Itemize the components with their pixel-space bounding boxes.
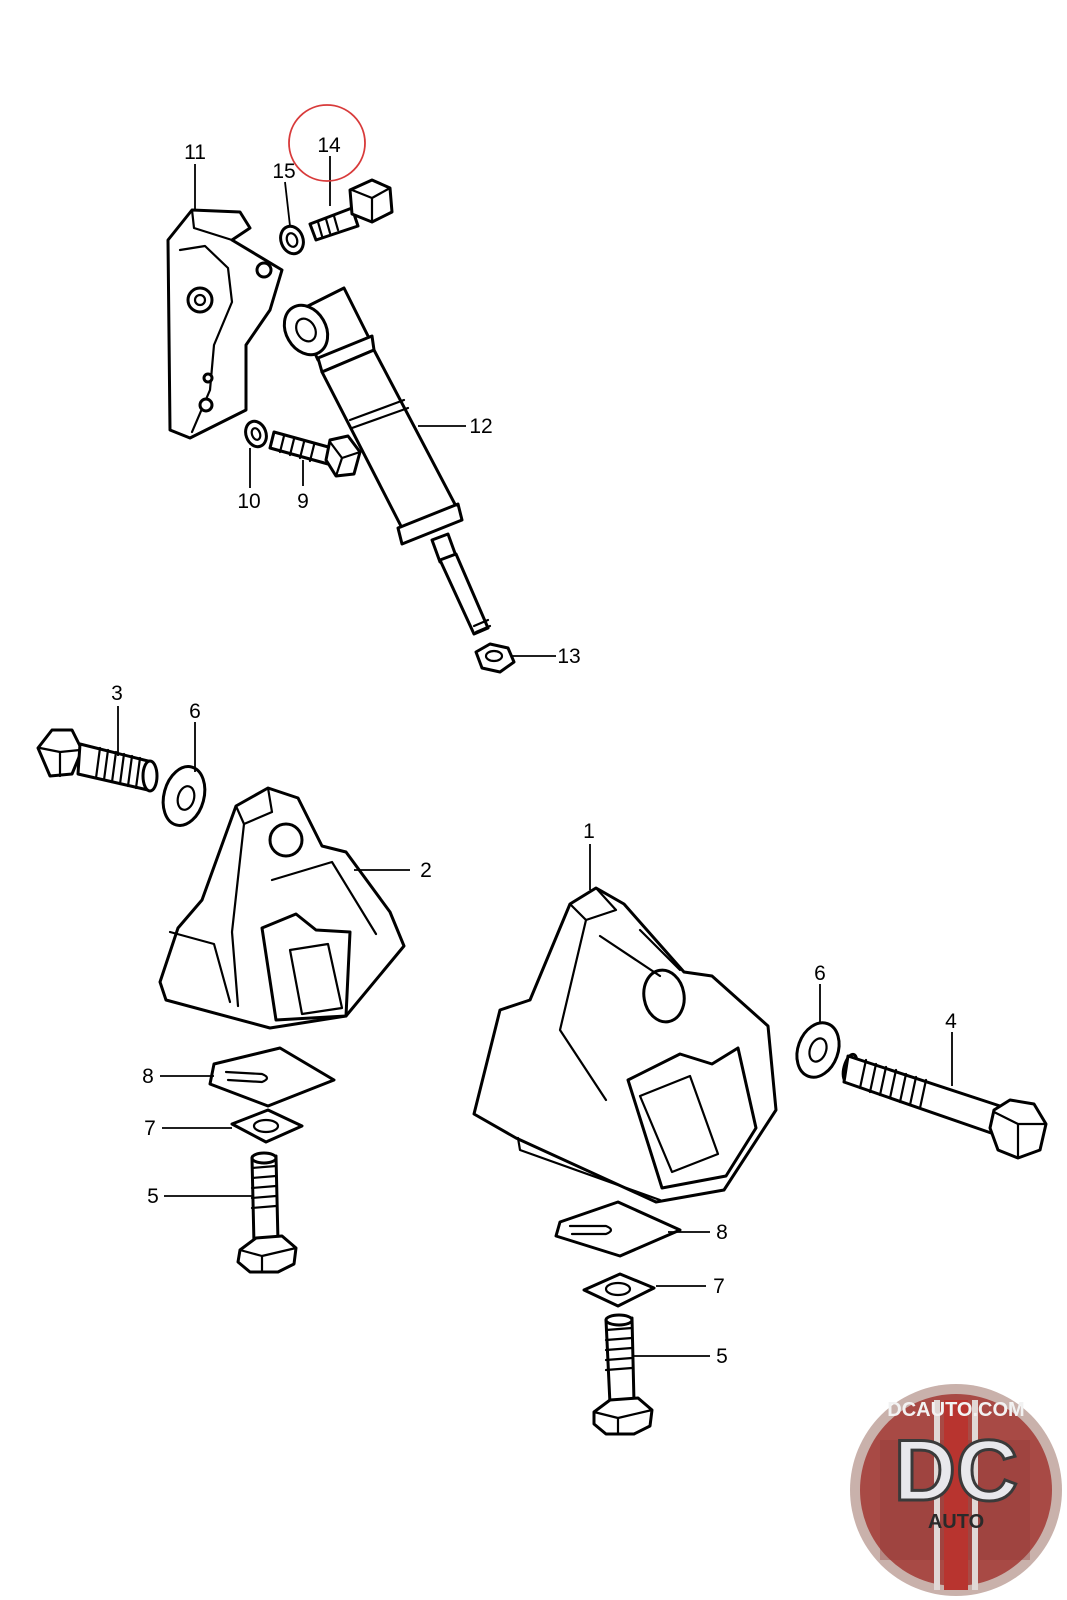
part-9-bolt — [268, 430, 362, 478]
callout-1: 1 — [583, 820, 595, 843]
part-7-square-washer-left — [230, 1108, 304, 1144]
part-5-bolt-left — [236, 1151, 298, 1274]
part-14-bolt — [308, 178, 394, 242]
callout-labels: 11 15 14 12 10 9 13 3 6 2 8 7 5 1 6 4 8 … — [111, 134, 957, 1368]
callout-15: 15 — [272, 160, 295, 183]
part-6-washer-left — [161, 765, 207, 827]
part-10-washer — [244, 419, 268, 449]
callout-11: 11 — [184, 141, 206, 164]
logo-initials: DC — [894, 1423, 1018, 1519]
callout-6-left: 6 — [189, 700, 201, 723]
part-12-shock-absorber — [282, 286, 492, 636]
part-1-engine-mount-right — [472, 886, 778, 1204]
part-2-engine-mount-left — [158, 786, 406, 1030]
callout-14: 14 — [317, 134, 341, 157]
part-5-bolt-right — [592, 1313, 654, 1436]
part-13-nut — [474, 642, 516, 674]
callout-9: 9 — [297, 490, 309, 513]
callout-5-right: 5 — [716, 1345, 728, 1368]
logo-website: DCAUTO.COM — [887, 1399, 1024, 1421]
part-3-bolt — [36, 728, 159, 793]
callout-10: 10 — [237, 490, 260, 513]
part-8-shim-left — [208, 1046, 336, 1108]
part-7-square-washer-right — [582, 1272, 656, 1308]
part-6-washer-right — [795, 1021, 841, 1079]
callout-14-highlight — [288, 104, 366, 182]
callout-8-left: 8 — [142, 1065, 154, 1088]
callout-8-right: 8 — [716, 1221, 728, 1244]
callout-7-left: 7 — [144, 1117, 156, 1140]
callout-7-right: 7 — [713, 1275, 725, 1298]
callout-12: 12 — [469, 415, 492, 438]
callout-6-right: 6 — [814, 962, 826, 985]
leader-lines — [117, 156, 953, 1357]
logo-subtitle: AUTO — [928, 1511, 984, 1533]
part-8-shim-right — [554, 1200, 682, 1258]
part-4-long-bolt — [841, 1052, 1048, 1160]
callout-4: 4 — [945, 1010, 957, 1033]
dcauto-logo: DCAUTO.COM DC AUTO — [850, 1384, 1062, 1596]
part-11-bracket — [166, 208, 284, 440]
callout-13: 13 — [557, 645, 580, 668]
callout-3: 3 — [111, 682, 123, 705]
callout-2: 2 — [420, 859, 432, 882]
callout-5-left: 5 — [147, 1185, 159, 1208]
part-15-washer — [279, 224, 305, 256]
